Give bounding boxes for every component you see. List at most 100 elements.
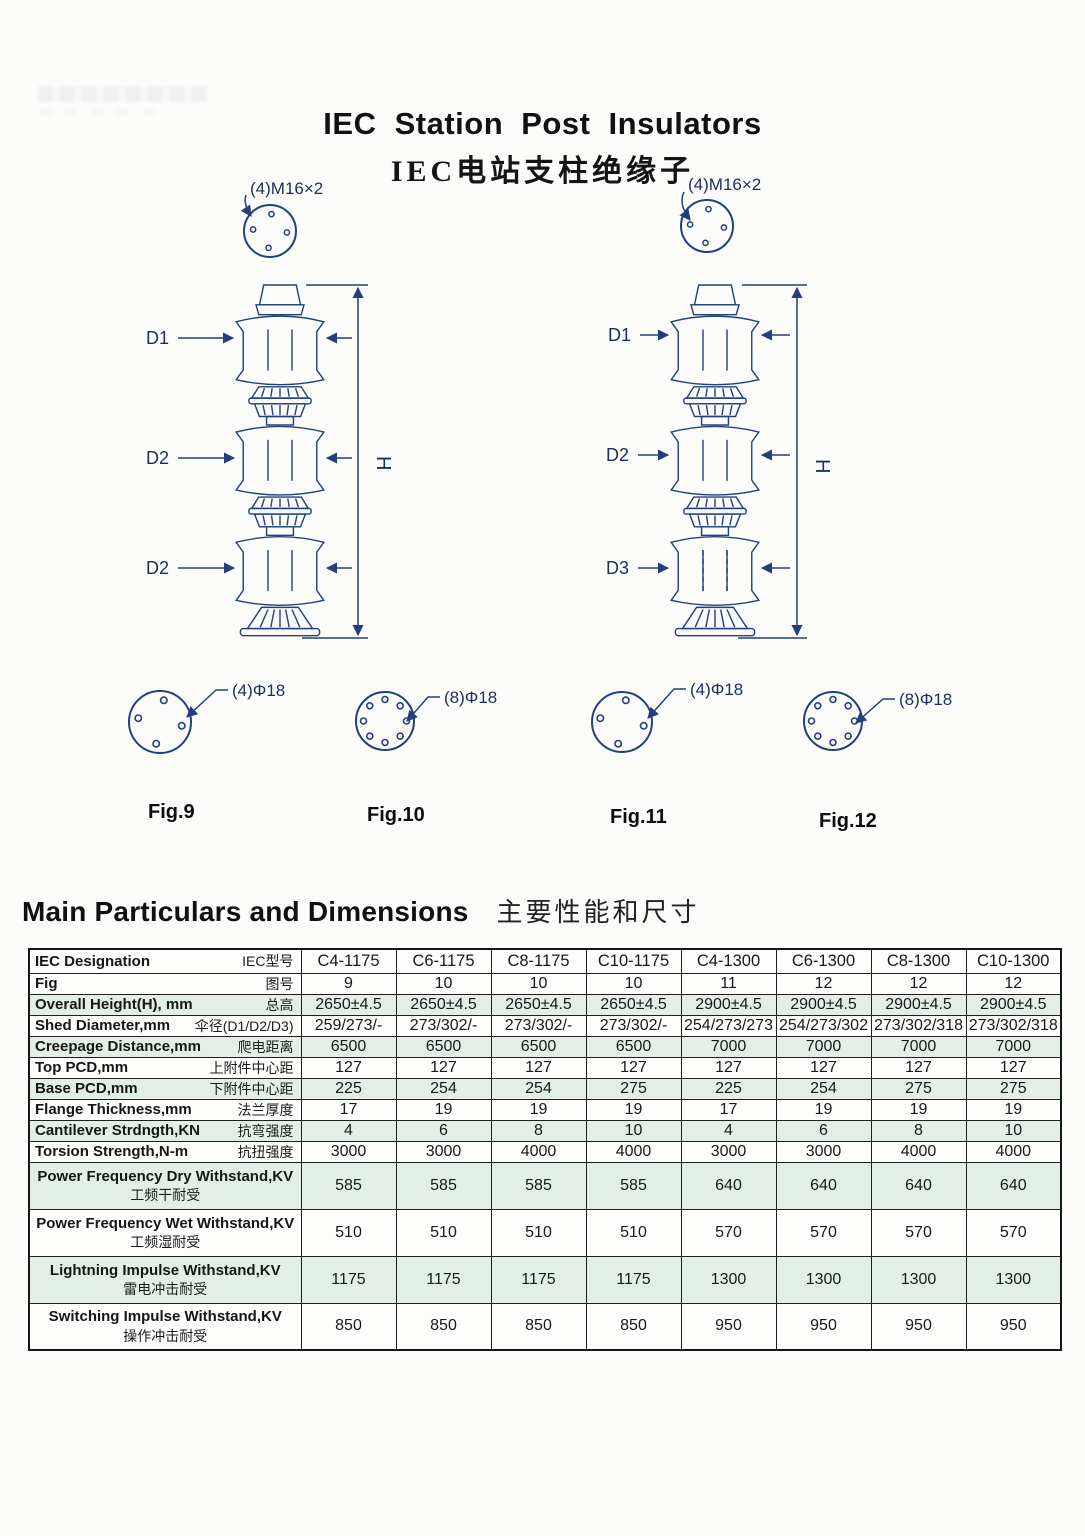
table-cell: 273/302/318 <box>870 1014 967 1037</box>
table-cell: 4000 <box>490 1140 587 1163</box>
row-label-zh: 总高 <box>265 996 294 1013</box>
row-label: Cantilever Strdngth,KN 抗弯强度 <box>28 1119 302 1142</box>
table-cell: 254 <box>775 1077 872 1100</box>
table-cell: 6500 <box>395 1035 492 1058</box>
row-label-zh: 爬电距离 <box>237 1038 294 1055</box>
top-flange-view-right: (4)M16×2 <box>679 175 761 253</box>
row-label-en: Creepage Distance,mm <box>35 1038 201 1055</box>
column-header: C8-1300 <box>870 948 967 974</box>
base-flange-view-fig10: (8)Φ18 Fig.10 <box>355 688 497 826</box>
table-cell: 2650±4.5 <box>395 993 492 1016</box>
table-cell: 1300 <box>870 1255 967 1304</box>
table-cell: 640 <box>965 1161 1062 1210</box>
diameter-labels-right: D1 D2 D3 <box>606 325 790 578</box>
table-cell: 850 <box>490 1302 587 1351</box>
row-label-en: Lightning Impulse Withstand,KV <box>49 1261 281 1279</box>
table-cell: 9 <box>300 972 397 995</box>
table-cell: 12 <box>775 972 872 995</box>
row-label-en: Cantilever Strdngth,KN <box>35 1122 201 1139</box>
table-cell: 585 <box>300 1161 397 1210</box>
insulator-technical-drawing: (4)M16×2 (4)M16×2 H D1 D2 D2 <box>128 175 952 832</box>
row-label: Overall Height(H), mm 总高 <box>28 993 302 1016</box>
table-cell: 2650±4.5 <box>585 993 682 1016</box>
column-header: C8-1175 <box>490 948 587 974</box>
table-cell: 6500 <box>490 1035 587 1058</box>
top-flange-view-left: (4)M16×2 <box>240 179 323 258</box>
table-cell: 950 <box>775 1302 872 1351</box>
bolt-hole-label-fig10: (8)Φ18 <box>444 688 497 707</box>
d2-label-right: D2 <box>606 445 629 465</box>
table-cell: 19 <box>775 1098 872 1121</box>
scan-watermark <box>38 86 208 102</box>
fig10-caption: Fig.10 <box>367 804 425 826</box>
table-cell: 6500 <box>300 1035 397 1058</box>
row-label: Power Frequency Wet Withstand,KV 工频湿耐受 <box>28 1208 302 1257</box>
row-label-iec-designation: IEC Designation IEC型号 <box>28 948 302 974</box>
table-cell: 850 <box>395 1302 492 1351</box>
table-cell: 570 <box>870 1208 967 1257</box>
table-cell: 2900±4.5 <box>870 993 967 1016</box>
page-title-chinese: IEC电站支柱绝缘子 <box>390 155 695 188</box>
row-label-zh: 抗弯强度 <box>237 1122 294 1139</box>
table-cell: 254 <box>490 1077 587 1100</box>
table-cell: 127 <box>395 1056 492 1079</box>
table-cell: 950 <box>680 1302 777 1351</box>
table-cell: 3000 <box>300 1140 397 1163</box>
d1-label: D1 <box>146 328 169 348</box>
scan-watermark-2 <box>40 108 160 116</box>
table-cell: 273/302/- <box>585 1014 682 1037</box>
section-title-chinese: 主要性能和尺寸 <box>496 898 700 927</box>
row-label-zh: 图号 <box>265 975 294 992</box>
table-cell: 11 <box>680 972 777 995</box>
table-cell: 4000 <box>965 1140 1062 1163</box>
row-label-en: Power Frequency Wet Withstand,KV <box>36 1214 295 1232</box>
row-label-zh: 工频湿耐受 <box>130 1234 201 1251</box>
table-cell: 950 <box>870 1302 967 1351</box>
table-cell: 254/273/273 <box>680 1014 777 1037</box>
table-cell: 850 <box>585 1302 682 1351</box>
table-cell: 7000 <box>775 1035 872 1058</box>
table-cell: 275 <box>965 1077 1062 1100</box>
table-cell: 6500 <box>585 1035 682 1058</box>
table-cell: 510 <box>490 1208 587 1257</box>
row-label-en: Overall Height(H), mm <box>35 996 193 1013</box>
column-header: C4-1300 <box>680 948 777 974</box>
row-label-en: Flange Thickness,mm <box>35 1101 192 1118</box>
column-header: C6-1175 <box>395 948 492 974</box>
base-flange-view-fig9: (4)Φ18 Fig.9 <box>128 681 285 823</box>
column-header: C6-1300 <box>775 948 872 974</box>
table-cell: 12 <box>965 972 1062 995</box>
table-cell: 570 <box>775 1208 872 1257</box>
table-cell: 640 <box>870 1161 967 1210</box>
table-row: Power Frequency Wet Withstand,KV 工频湿耐受 510… <box>28 1208 1062 1257</box>
base-flange-view-fig12: (8)Φ18 Fig.12 <box>803 690 952 832</box>
table-cell: 127 <box>490 1056 587 1079</box>
table-cell: 17 <box>680 1098 777 1121</box>
fig12-caption: Fig.12 <box>819 810 877 832</box>
row-label-zh: 上附件中心距 <box>209 1059 294 1076</box>
row-label-en: IEC Designation <box>35 952 151 970</box>
table-cell: 4 <box>680 1119 777 1142</box>
fig9-caption: Fig.9 <box>148 801 195 823</box>
d3-label-right: D3 <box>606 558 629 578</box>
table-cell: 12 <box>870 972 967 995</box>
table-cell: 510 <box>395 1208 492 1257</box>
table-cell: 2650±4.5 <box>490 993 587 1016</box>
height-label-left: H <box>372 456 394 470</box>
row-label-zh: 操作冲击耐受 <box>123 1327 208 1344</box>
table-cell: 127 <box>300 1056 397 1079</box>
row-label-zh: 雷电冲击耐受 <box>123 1281 208 1298</box>
